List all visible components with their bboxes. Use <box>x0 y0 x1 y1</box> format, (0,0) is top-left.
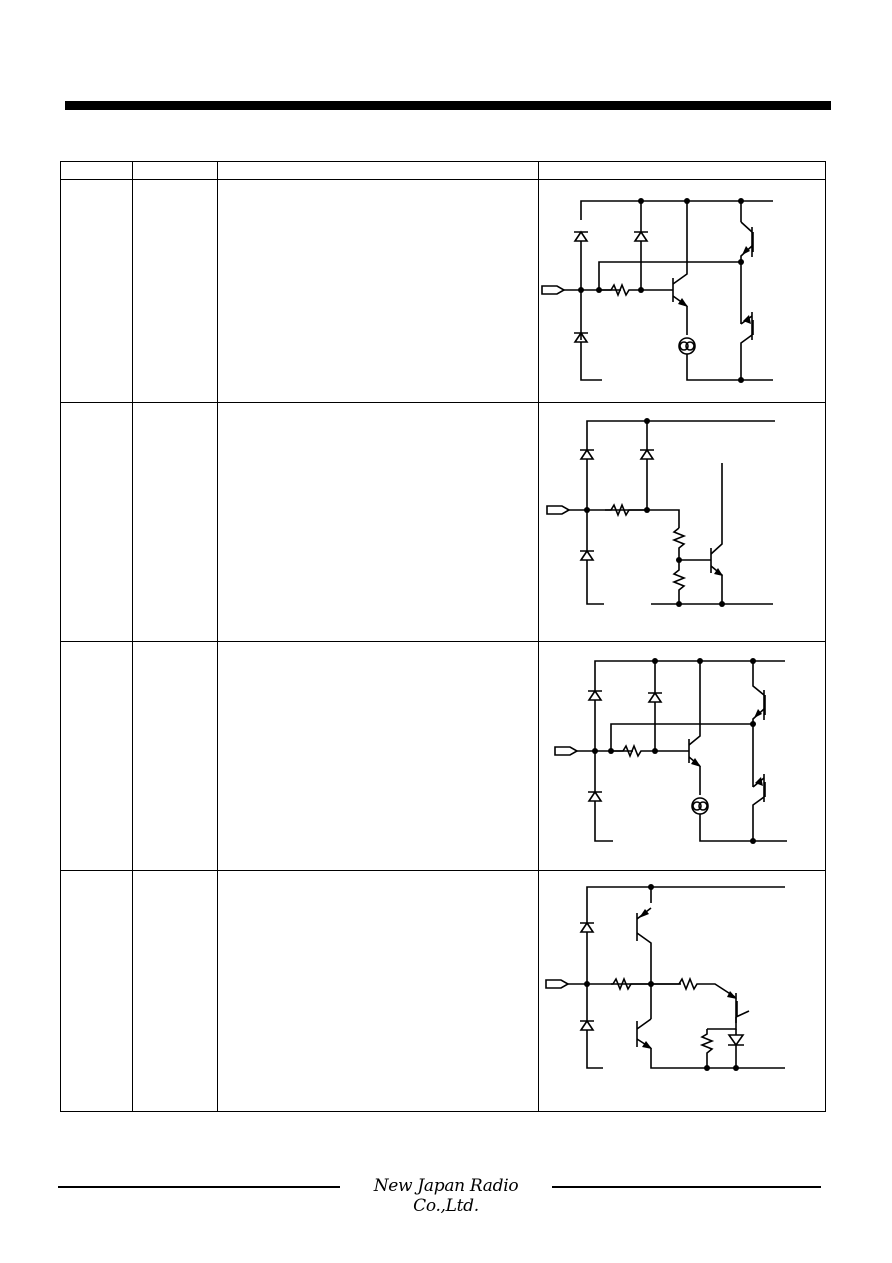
header-equivalent-circuit <box>537 161 827 180</box>
symbol-cell <box>132 402 219 642</box>
header-function <box>217 161 539 180</box>
company-logo: New Japan Radio Co.,Ltd. <box>373 1176 519 1216</box>
pin-cell <box>59 179 134 403</box>
table-row <box>59 402 827 642</box>
equivalent-circuit-diagram <box>553 658 787 844</box>
symbol-cell <box>132 870 219 1112</box>
pin-cell <box>59 870 134 1112</box>
equivalent-circuit-diagram <box>545 418 775 607</box>
header-pin <box>59 161 134 180</box>
circuit-cell <box>537 870 827 1112</box>
table-row <box>59 641 827 871</box>
pin-cell <box>59 402 134 642</box>
pin-description-table <box>59 161 827 1112</box>
pin-cell <box>59 641 134 871</box>
circuit-cell <box>537 402 827 642</box>
symbol-cell <box>132 641 219 871</box>
table-header-row <box>59 161 827 180</box>
equivalent-circuit-diagram <box>540 198 773 383</box>
header-rule <box>65 101 831 110</box>
symbol-cell <box>132 179 219 403</box>
footer-rule-right <box>552 1186 821 1188</box>
function-cell <box>217 870 539 1112</box>
function-cell <box>217 179 539 403</box>
function-cell <box>217 402 539 642</box>
table-row <box>59 870 827 1112</box>
header-symbol <box>132 161 219 180</box>
circuit-cell <box>537 641 827 871</box>
function-cell <box>217 641 539 871</box>
footer-rule-left <box>58 1186 340 1188</box>
circuit-cell <box>537 179 827 403</box>
equivalent-circuit-diagram <box>544 884 785 1071</box>
table-row <box>59 179 827 403</box>
